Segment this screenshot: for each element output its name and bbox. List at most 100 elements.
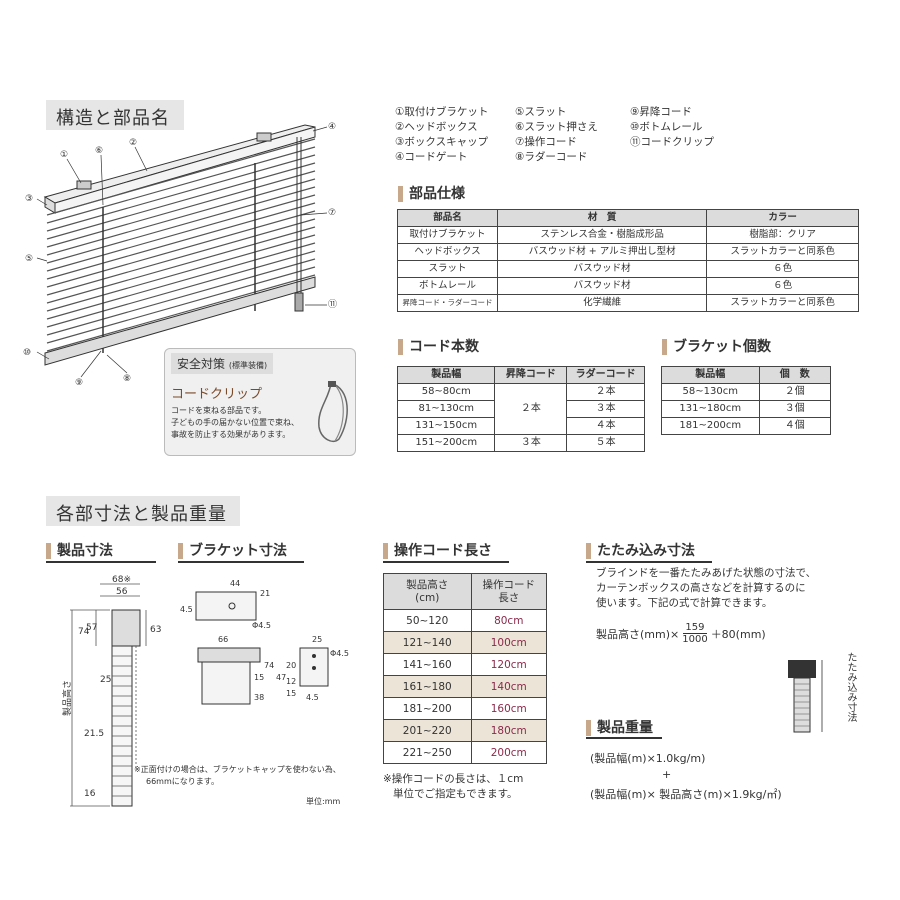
cell: 取付けブラケット bbox=[397, 226, 498, 244]
section-dimensions-title: 各部寸法と製品重量 bbox=[46, 496, 240, 526]
formula-numerator: 159 bbox=[683, 622, 707, 634]
parts-spec-table: 部品名 材 質 カラー 取付けブラケット ステンレス合金・樹脂成形品 樹脂部：ク… bbox=[397, 209, 859, 312]
num-10: ⑩ bbox=[23, 348, 31, 358]
part-2: ②ヘッドボックス bbox=[395, 121, 478, 133]
dim-25: 25 bbox=[100, 675, 111, 685]
cell: 58~80cm bbox=[396, 383, 496, 401]
bd-12: 12 bbox=[286, 677, 296, 686]
weight-plus: + bbox=[662, 768, 672, 781]
formula-left: 製品高さ(mm)× bbox=[596, 627, 680, 641]
stack-desc-2: カーテンボックスの高さなどを計算するのに bbox=[596, 582, 806, 594]
bd-74: 74 bbox=[264, 661, 274, 670]
cell: 81~130cm bbox=[396, 400, 496, 418]
spec-header-name: 部品名 bbox=[397, 209, 498, 227]
bracket-count-table: 製品幅 個 数 58~130cm ２個 131~180cm ３個 181~200… bbox=[661, 366, 832, 435]
cell: 140cm bbox=[470, 675, 547, 698]
bd-15: 15 bbox=[254, 673, 264, 682]
note-line-2: 66mmになります。 bbox=[146, 777, 219, 786]
dim-56: 56 bbox=[116, 587, 128, 597]
num-1: ① bbox=[60, 150, 68, 160]
num-6: ⑥ bbox=[95, 146, 103, 156]
bd-44: 44 bbox=[230, 579, 240, 588]
table-row: ボトムレール バスウッド材 ６色 bbox=[397, 277, 859, 295]
stack-side-label: たたみ込み寸法 bbox=[845, 652, 856, 722]
cell: 131~150cm bbox=[396, 417, 496, 435]
stack-diagram bbox=[788, 660, 823, 733]
table-row: 181~200cm ４個 bbox=[661, 417, 832, 435]
cell: 141~160 bbox=[383, 653, 472, 676]
safety-line-3: 事故を防止する効果があります。 bbox=[171, 430, 291, 439]
cord-header-lift: 昇降コード bbox=[494, 366, 568, 384]
num-9: ⑨ bbox=[75, 378, 83, 388]
clip-title: コードクリップ bbox=[171, 387, 263, 402]
stack-desc-1: ブラインドを一番たたみあげた状態の寸法で、 bbox=[596, 567, 817, 579]
unit-label: 単位:mm bbox=[306, 797, 341, 806]
num-2: ② bbox=[129, 138, 137, 148]
cell: ２個 bbox=[758, 383, 832, 401]
part-1: ①取付けブラケット bbox=[395, 106, 489, 118]
cord-header-ladder: ラダーコード bbox=[566, 366, 645, 384]
cell: 161~180 bbox=[383, 675, 472, 698]
cell: 58~130cm bbox=[661, 383, 760, 401]
note-line-1: ※正面付けの場合は、ブラケットキャップを使わない為、 bbox=[134, 765, 341, 774]
dim-21-5: 21.5 bbox=[84, 729, 104, 739]
weight-line-1: (製品幅(m)×1.0kg/m) bbox=[590, 752, 706, 765]
cell: ６色 bbox=[706, 260, 859, 278]
spec-header-material: 材 質 bbox=[496, 209, 708, 227]
cell: スラット bbox=[397, 260, 498, 278]
part-5: ⑤スラット bbox=[515, 106, 567, 118]
cell: 221~250 bbox=[383, 741, 472, 764]
table-row: 58~130cm ２個 bbox=[661, 383, 832, 401]
formula-denominator: 1000 bbox=[682, 634, 708, 645]
safety-badge: (標準装備) bbox=[228, 361, 268, 370]
table-row: 131~180cm ３個 bbox=[661, 400, 832, 418]
stack-desc-3: 使います。下記の式で計算できます。 bbox=[596, 597, 773, 609]
parts-spec-title: 部品仕様 bbox=[398, 186, 465, 202]
weight-title: 製品重量 bbox=[586, 720, 653, 736]
cell: 151~200cm bbox=[396, 434, 496, 452]
table-row: ヘッドボックス バスウッド材 + アルミ押出し型材 スラットカラーと同系色 bbox=[397, 243, 859, 261]
cell: 樹脂部：クリア bbox=[706, 226, 859, 244]
cell: 201~220 bbox=[383, 719, 472, 742]
num-11: ⑪ bbox=[328, 299, 337, 310]
num-4: ④ bbox=[328, 122, 336, 132]
cell: 121~140 bbox=[383, 631, 472, 654]
table-row: 取付けブラケット ステンレス合金・樹脂成形品 樹脂部：クリア bbox=[397, 226, 859, 244]
cord-clip-icon bbox=[318, 381, 348, 443]
table-row: 昇降コード・ラダーコード 化学繊維 スラットカラーと同系色 bbox=[397, 294, 859, 312]
cell: 131~180cm bbox=[661, 400, 760, 418]
operation-cord-title: 操作コード長さ bbox=[383, 543, 492, 559]
cell: ２本 bbox=[494, 383, 568, 435]
table-row: 58~80cm ２本 ２本 bbox=[396, 383, 645, 435]
cell: バスウッド材 + アルミ押出し型材 bbox=[496, 243, 708, 261]
spec-header-color: カラー bbox=[706, 209, 859, 227]
bracket-dims-diagram: 44 4.5 21 Φ4.5 66 74 15 38 47 20 12 15 2… bbox=[180, 579, 349, 705]
dim-product-height: 製品高さ bbox=[61, 680, 73, 716]
formula-right: ＋80(mm) bbox=[710, 627, 766, 641]
bd-47: 47 bbox=[276, 673, 286, 682]
bracket-dims-title: ブラケット寸法 bbox=[178, 543, 287, 559]
dim-63: 63 bbox=[150, 625, 161, 635]
cell: ５本 bbox=[566, 434, 645, 452]
part-6: ⑥スラット押さえ bbox=[515, 121, 598, 133]
bd-phi2: Φ4.5 bbox=[330, 649, 349, 658]
bd-20: 20 bbox=[286, 661, 296, 670]
cell: ６色 bbox=[706, 277, 859, 295]
cell: ３個 bbox=[758, 400, 832, 418]
cell: ４本 bbox=[566, 417, 645, 435]
cell: ヘッドボックス bbox=[397, 243, 498, 261]
cell: 120cm bbox=[470, 653, 547, 676]
cell: ボトムレール bbox=[397, 277, 498, 295]
op-header-length: 操作コード 長さ bbox=[470, 573, 547, 610]
cell: バスウッド材 bbox=[496, 260, 708, 278]
cell: 200cm bbox=[470, 741, 547, 764]
num-8: ⑧ bbox=[123, 374, 131, 384]
cell: 50~120 bbox=[383, 609, 472, 632]
bracket-count-title: ブラケット個数 bbox=[662, 339, 771, 355]
stack-desc: ブラインドを一番たたみあげた状態の寸法で、 カーテンボックスの高さなどを計算する… bbox=[596, 566, 816, 611]
